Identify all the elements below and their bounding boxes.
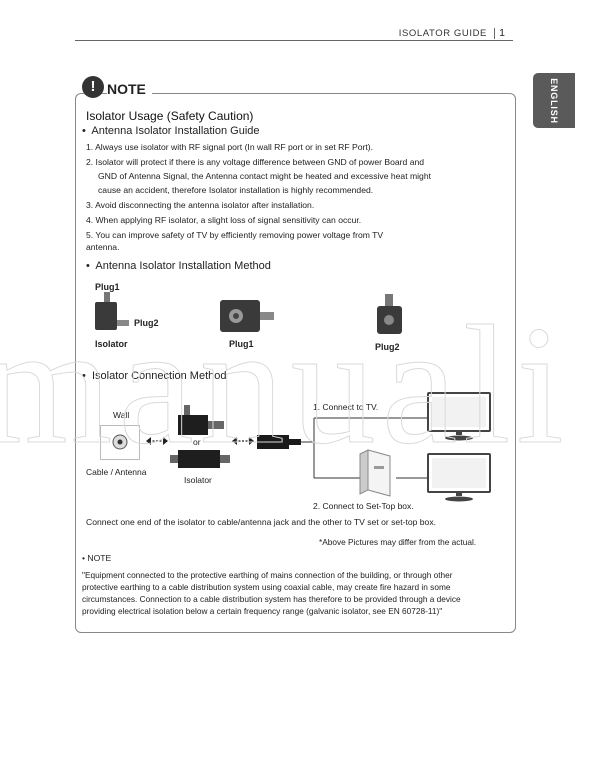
- disclaimer: *Above Pictures may differ from the actu…: [319, 537, 477, 547]
- section-connection-method: • Isolator Connection Method: [82, 370, 227, 382]
- isolator-caption: Isolator: [184, 475, 212, 485]
- wall-jack-icon: [100, 425, 140, 460]
- note-box: [75, 93, 516, 633]
- guide-item: 4. When applying RF isolator, a slight l…: [86, 215, 362, 225]
- double-arrow-right: [232, 437, 254, 445]
- connect-stb-label: 2. Connect to Set-Top box.: [313, 501, 414, 511]
- guide-item: cause an accident, therefore Isolator in…: [98, 185, 374, 195]
- guide-item: GND of Antenna Signal, the Antenna conta…: [98, 171, 431, 181]
- tv-icon: [427, 392, 491, 441]
- guide-item: 2. Isolator will protect if there is any…: [86, 157, 425, 167]
- set-top-box-icon: [359, 449, 391, 497]
- plug2-label: Plug2: [375, 342, 400, 352]
- double-arrow-left: [146, 437, 168, 445]
- section-installation-method-label: Antenna Isolator Installation Method: [95, 260, 271, 272]
- guide-item: 3. Avoid disconnecting the antenna isola…: [86, 200, 315, 210]
- isolator-label: Isolator: [95, 339, 128, 349]
- wall-label: Wall: [113, 410, 130, 420]
- language-tab: ENGLISH: [533, 73, 575, 128]
- note2-line: "Equipment connected to the protective e…: [82, 570, 453, 580]
- language-tab-label: ENGLISH: [549, 77, 559, 124]
- isolator-plug-illustration: [95, 292, 129, 330]
- or-label: or: [193, 437, 201, 447]
- note2-line: providing electrical isolation below a c…: [82, 606, 443, 616]
- header-title: ISOLATOR GUIDE: [398, 28, 487, 39]
- note2-title: NOTE: [87, 553, 112, 563]
- cable-antenna-label: Cable / Antenna: [86, 467, 147, 477]
- guide-item: antenna.: [86, 242, 120, 252]
- plug1-top-label: Plug1: [95, 282, 120, 292]
- connect-instruction: Connect one end of the isolator to cable…: [86, 517, 437, 527]
- isolator-straight-icon: [170, 450, 230, 468]
- note2-heading: • NOTE: [82, 553, 112, 563]
- connect-tv-label: 1. Connect to TV.: [313, 402, 379, 412]
- exclamation-icon: !: [82, 76, 104, 98]
- section-connection-method-label: Isolator Connection Method: [91, 370, 227, 382]
- tv-icon: [427, 453, 491, 502]
- section-installation-guide-label: Antenna Isolator Installation Guide: [91, 125, 260, 137]
- section-installation-method: • Antenna Isolator Installation Method: [86, 260, 271, 272]
- plug1-illustration: [220, 300, 274, 332]
- note-title: NOTE: [107, 81, 152, 97]
- note2-line: circumstances. Connection to a cable dis…: [82, 594, 461, 604]
- plug2-side-label: Plug2: [134, 318, 159, 328]
- note2-line: protective earthing to a cable distribut…: [82, 582, 451, 592]
- cable-plug-icon: [257, 435, 301, 449]
- plug2-illustration: [377, 294, 402, 334]
- note-heading: Isolator Usage (Safety Caution): [86, 109, 254, 123]
- isolator-angled-icon: [178, 405, 224, 435]
- connection-lines: [300, 417, 428, 479]
- page-number: 1: [499, 27, 505, 39]
- guide-item: 5. You can improve safety of TV by effic…: [86, 230, 384, 240]
- guide-item: 1. Always use isolator with RF signal po…: [86, 142, 374, 152]
- page-header: ISOLATOR GUIDE 1: [75, 26, 513, 41]
- header-divider: [494, 28, 495, 39]
- plug1-label: Plug1: [229, 339, 254, 349]
- section-installation-guide: • Antenna Isolator Installation Guide: [82, 125, 260, 137]
